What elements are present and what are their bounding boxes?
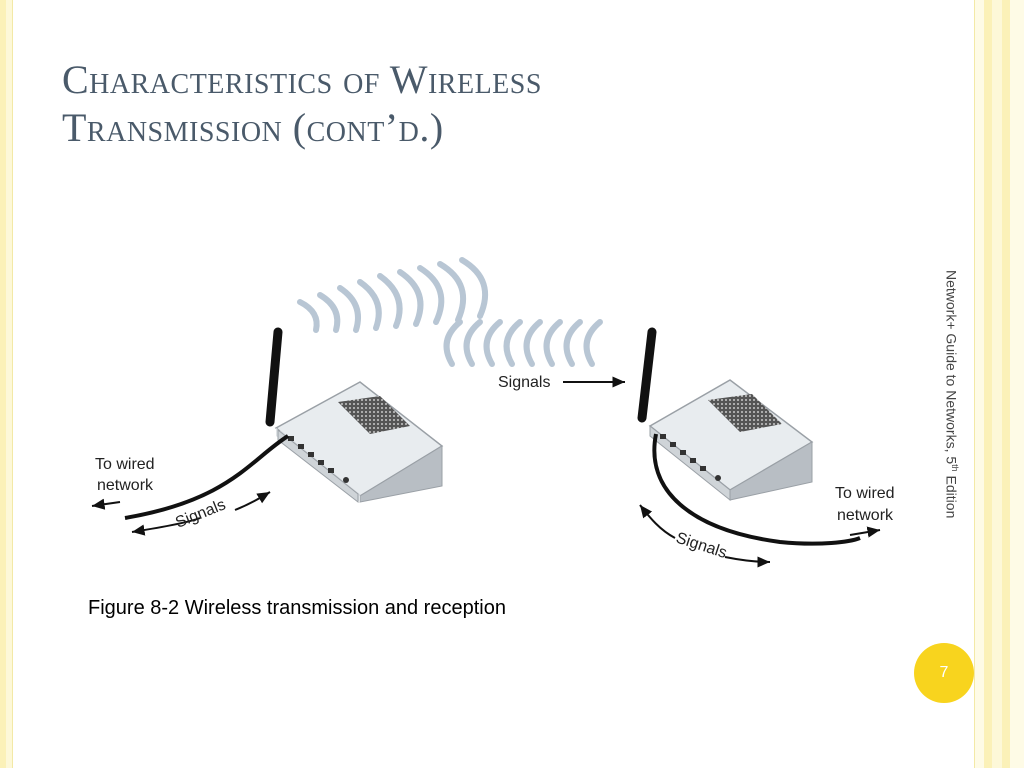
to-wired-right-line2: network: [837, 507, 894, 524]
to-wired-left-arrow: [91, 498, 121, 510]
left-router-ports: [288, 436, 349, 483]
wireless-diagram: Signals To wired network Signal: [91, 257, 895, 568]
book-title-edition: Edition: [943, 471, 960, 519]
signals-left-label: Signals: [173, 496, 228, 531]
to-wired-left-line1: To wired: [95, 456, 155, 473]
wireless-figure: Signals To wired network Signal: [80, 250, 920, 580]
left-router: [124, 327, 444, 520]
to-wired-right-line1: To wired: [835, 485, 895, 502]
slide-title-line-2: Transmission (cont’d.): [62, 105, 444, 150]
right-router: [637, 327, 861, 546]
right-border-decoration: [974, 0, 1024, 768]
figure-caption: Figure 8-2 Wireless transmission and rec…: [88, 597, 506, 619]
signals-center-label: Signals: [498, 374, 550, 391]
slide-title: Characteristics of Wireless Transmission…: [62, 56, 922, 152]
right-router-antenna: [637, 327, 657, 423]
left-router-antenna: [265, 327, 283, 427]
left-border-rule: [12, 0, 13, 768]
to-wired-left-line2: network: [97, 477, 154, 494]
book-title-text: Network+ Guide to Networks, 5: [943, 270, 960, 465]
left-border-decoration: [0, 0, 12, 768]
left-router-vent: [338, 396, 410, 434]
right-router-ports: [660, 434, 721, 481]
right-border-rule: [974, 0, 975, 768]
signals-center-arrow: Signals: [493, 372, 625, 392]
signals-right-arrow: Signals: [639, 504, 771, 568]
footer-book-title: Network+ Guide to Networks, 5th Edition: [943, 270, 960, 518]
page-number: 7: [939, 664, 949, 681]
right-router-cable: [652, 433, 861, 546]
to-wired-right-arrow: [849, 526, 881, 538]
signals-right-label: Signals: [674, 530, 729, 562]
book-title-superscript: th: [950, 464, 960, 472]
right-router-vent: [708, 394, 782, 432]
page-number-badge: 7: [914, 643, 974, 703]
wave-group-right: [443, 319, 603, 367]
slide-title-line-1: Characteristics of Wireless: [62, 57, 542, 102]
wave-group-left: [297, 257, 489, 333]
left-router-cable: [124, 434, 290, 520]
